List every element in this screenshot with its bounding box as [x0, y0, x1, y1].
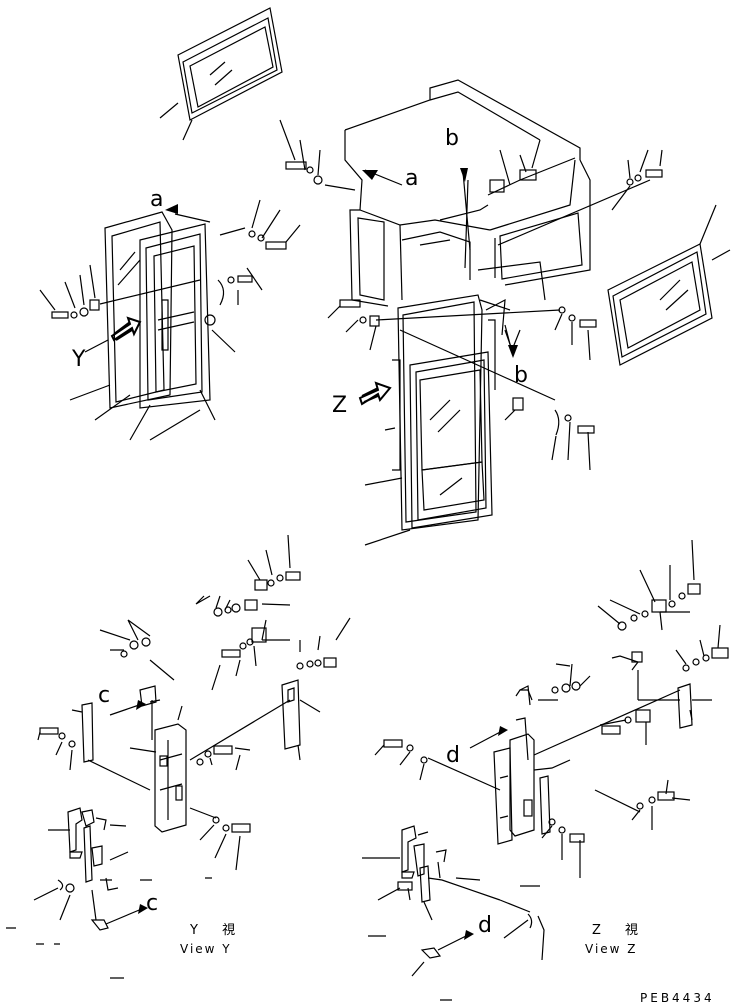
label-z-marker: Z: [332, 393, 347, 418]
upper-glass-panel: [159, 7, 283, 141]
label-a-upper: a: [405, 166, 418, 191]
left-door-hardware: [39, 199, 301, 353]
y-direction-arrow: [84, 316, 142, 353]
label-y-marker: Y: [71, 347, 86, 372]
cab-body: [344, 79, 591, 311]
view-y-title-jp: Y 視: [189, 923, 245, 938]
left-door-assembly: [69, 204, 246, 441]
cab-hardware: [279, 119, 663, 471]
z-direction-arrow: [358, 381, 392, 406]
drawing-code: PEB4434: [640, 991, 715, 1005]
label-c-lower: c: [146, 891, 158, 916]
view-z-detail: [362, 539, 729, 1001]
label-d-lower: d: [478, 913, 492, 938]
view-z-title-jp: Z 視: [592, 923, 648, 938]
cab-arrows: [362, 168, 518, 358]
view-y-title-en: View Y: [180, 942, 232, 956]
view-y-detail: [6, 534, 351, 979]
label-b-top: b: [445, 126, 459, 151]
label-b-right: b: [514, 363, 528, 388]
view-z-title-en: View Z: [585, 942, 638, 956]
label-c-upper: c: [98, 683, 110, 708]
label-a-left: a: [150, 187, 163, 212]
label-d-upper: d: [446, 743, 460, 768]
cab-right-glass: [607, 204, 731, 366]
cab-front-door: [364, 294, 556, 546]
